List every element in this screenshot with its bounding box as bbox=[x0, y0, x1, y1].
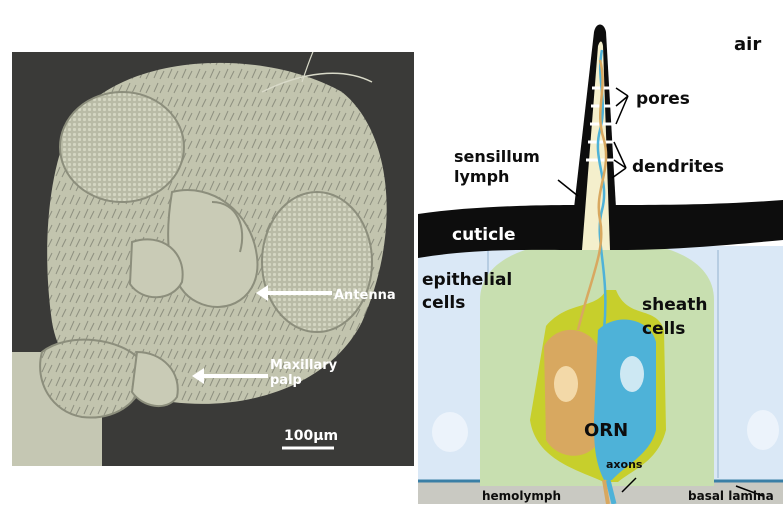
orn-label: ORN bbox=[584, 420, 628, 441]
compound-eye-left bbox=[60, 92, 184, 202]
hemolymph-label: hemolymph bbox=[482, 489, 561, 503]
scale-bar-label: 100µm bbox=[284, 428, 338, 444]
compound-eye-right bbox=[262, 192, 372, 332]
sensillum-schematic-panel: air pores sensillum lymph dendrites cuti… bbox=[418, 0, 783, 504]
maxillary-palp-label-line1: Maxillary bbox=[270, 358, 338, 373]
dendrites-label: dendrites bbox=[632, 157, 724, 177]
sem-image-panel: Antenna Maxillary palp 100µm bbox=[12, 52, 414, 466]
maxillary-palp-label-line2: palp bbox=[270, 373, 302, 388]
cuticle-label: cuticle bbox=[452, 225, 516, 245]
sheath-cells-label-line1: sheath bbox=[642, 295, 707, 315]
air-label: air bbox=[734, 34, 761, 55]
basal-lamina-label: basal lamina bbox=[688, 489, 774, 503]
sensillum-lymph-label-line2: lymph bbox=[454, 167, 509, 186]
pores-label: pores bbox=[636, 89, 690, 109]
sensillum-diagram: air pores sensillum lymph dendrites cuti… bbox=[418, 0, 783, 504]
axons-label: axons bbox=[606, 458, 643, 471]
fly-head-sem: Antenna Maxillary palp 100µm bbox=[12, 52, 414, 466]
epithelial-cells-label-line2: cells bbox=[422, 293, 465, 313]
sensillum-lymph-label-line1: sensillum bbox=[454, 147, 540, 166]
sheath-cells-label-line2: cells bbox=[642, 319, 685, 339]
antenna-label: Antenna bbox=[334, 288, 396, 303]
epithelial-cells-label-line1: epithelial bbox=[422, 270, 512, 290]
